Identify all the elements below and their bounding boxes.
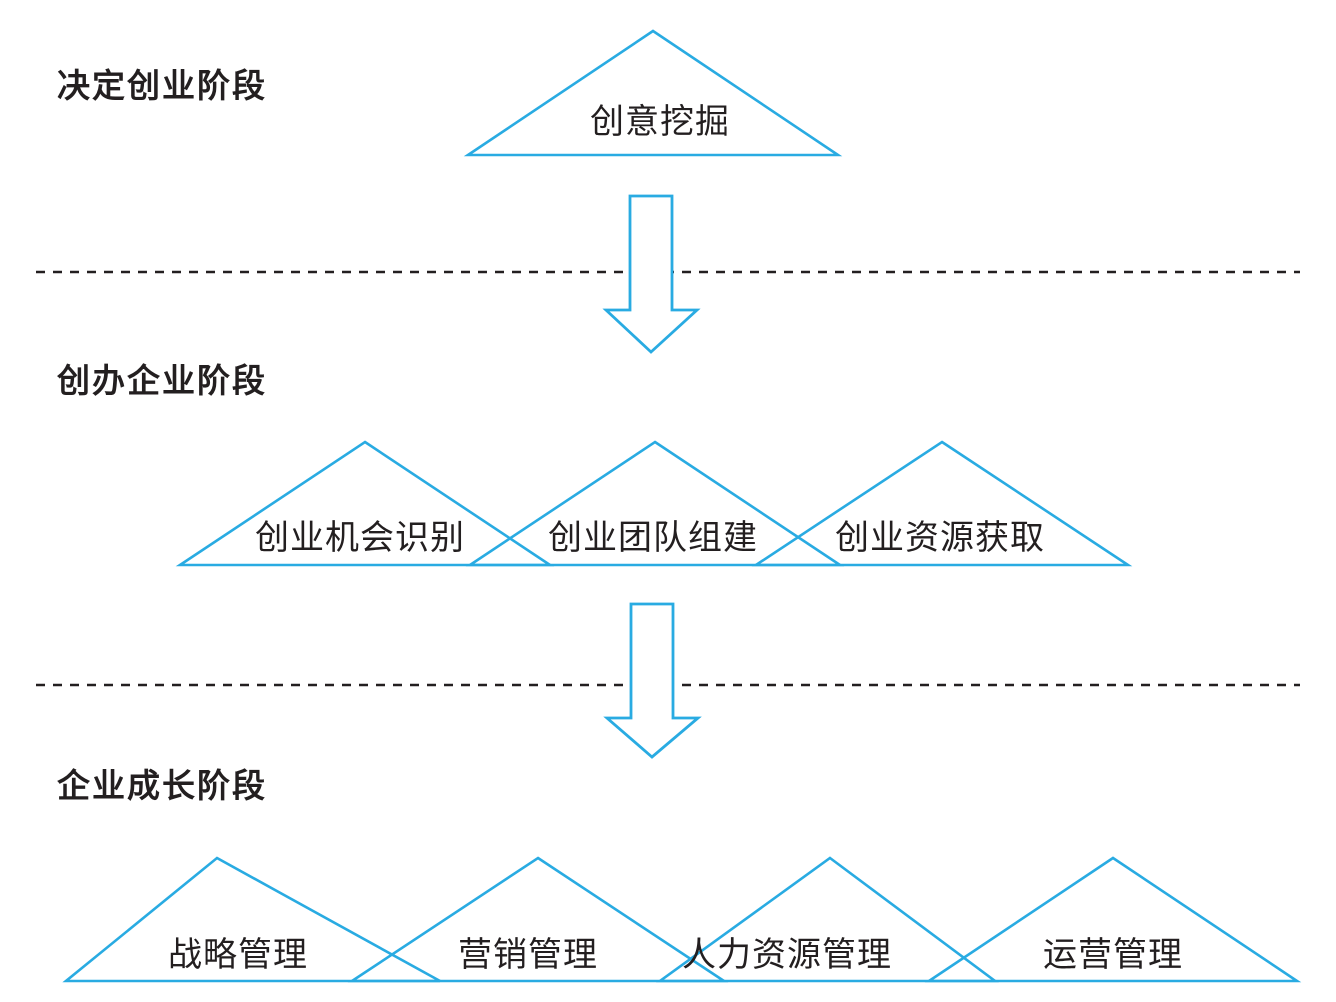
triangle-label-opportunity-identification: 创业机会识别	[255, 518, 465, 558]
triangle-hr-management	[655, 856, 999, 983]
triangle-team-building	[465, 440, 845, 567]
triangle-label-operations-management: 运营管理	[1043, 935, 1183, 975]
triangle-label-strategic-management: 战略管理	[168, 935, 308, 975]
down-arrow-icon-2	[603, 602, 702, 759]
triangle-idea-mining	[463, 29, 843, 157]
triangle-resource-acquisition	[751, 440, 1133, 567]
triangle-label-marketing-management: 营销管理	[458, 935, 598, 975]
triangle-label-hr-management: 人力资源管理	[682, 935, 892, 975]
stage-label-deciding: 决定创业阶段	[57, 66, 267, 105]
triangle-label-idea-mining: 创意挖掘	[590, 102, 730, 142]
stage-label-growth: 企业成长阶段	[57, 766, 267, 805]
down-arrow-icon-1	[602, 194, 701, 354]
triangle-label-resource-acquisition: 创业资源获取	[835, 518, 1045, 558]
stage-label-founding: 创办企业阶段	[56, 361, 267, 400]
triangle-strategic-management	[62, 856, 441, 983]
triangle-operations-management	[924, 856, 1302, 983]
triangle-opportunity-identification	[175, 440, 555, 567]
triangle-label-team-building: 创业团队组建	[548, 518, 758, 558]
triangle-marketing-management	[347, 856, 729, 983]
